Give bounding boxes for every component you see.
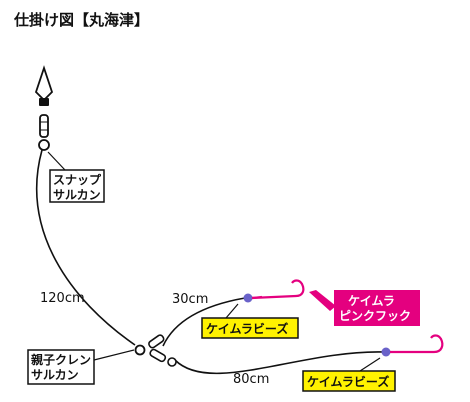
swivel-center-ring	[134, 344, 146, 356]
beads-leader-2	[359, 357, 381, 372]
beads-label-box-1	[201, 317, 299, 339]
snap-barrel	[39, 114, 49, 138]
hook-label-box	[334, 290, 420, 326]
swivel-barrel-lower	[149, 348, 167, 363]
beads-label-box-2	[302, 370, 396, 392]
main-line	[36, 149, 136, 346]
swivel-label-line1: 親子クレン	[31, 352, 91, 367]
snap-swivel	[34, 65, 54, 151]
snap-label-line1: スナップ	[53, 172, 102, 187]
snap-label-box	[49, 169, 105, 203]
upper-bead-icon	[243, 293, 253, 303]
beads-label-1: ケイムラビーズ	[206, 321, 288, 336]
snap-hook	[34, 65, 54, 102]
beads-leader-1	[225, 303, 239, 319]
upper-hook-icon	[251, 279, 305, 300]
swivel-label-box	[27, 349, 95, 385]
long-branch-line	[174, 351, 384, 375]
snap-clasp	[39, 98, 49, 106]
snap-label-line2: サルカン	[53, 188, 101, 202]
snap-ring	[38, 139, 50, 151]
hook-label-line1: ケイムラ	[348, 294, 395, 308]
short-branch-length: 30cm	[172, 292, 208, 307]
swivel-end-ring	[167, 357, 177, 367]
lower-hook-icon	[390, 334, 444, 354]
diagram-title: 仕掛け図【丸海津】	[13, 11, 149, 29]
short-branch-line	[162, 297, 246, 347]
swivel-label-line2: サルカン	[31, 368, 79, 382]
main-line-length: 120cm	[40, 291, 85, 306]
lower-bead-icon	[381, 347, 391, 357]
beads-label-2: ケイムラビーズ	[307, 374, 389, 389]
long-branch-length: 80cm	[233, 372, 269, 387]
hook-label-line2: ピンクフック	[339, 309, 411, 323]
snap-leader	[47, 151, 66, 171]
three-way-swivel	[134, 334, 177, 367]
swivel-barrel-upper	[148, 334, 165, 349]
swivel-leader	[93, 349, 135, 361]
hook-label-arrow	[309, 290, 336, 311]
